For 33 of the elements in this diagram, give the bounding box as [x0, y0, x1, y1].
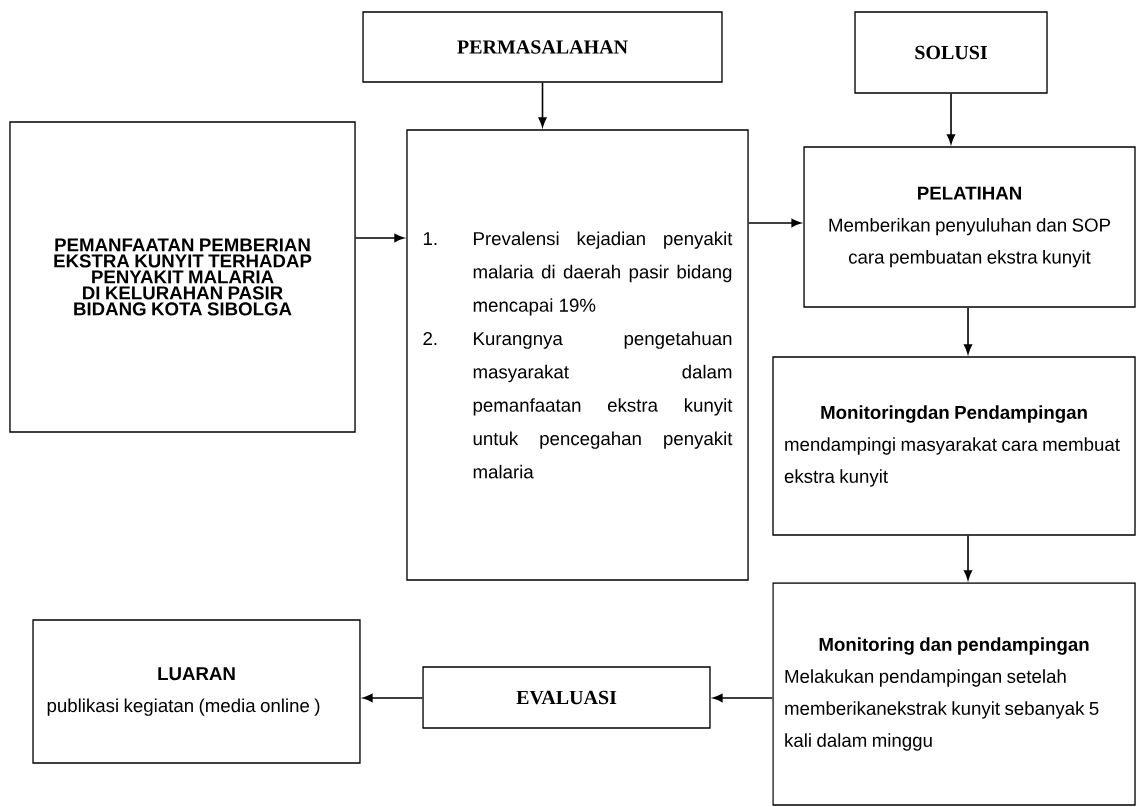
list-number: 1.	[423, 232, 437, 245]
arrow	[963, 534, 973, 580]
process-box	[772, 582, 1136, 806]
heading-box	[422, 666, 711, 729]
process-box	[32, 619, 361, 764]
arrow	[963, 306, 973, 354]
list-number: 2.	[423, 331, 437, 345]
heading-box	[854, 11, 1048, 94]
box-text: Memberikan penyuluhan dan SOP cara pembuatan ekstra kunyit	[829, 217, 1111, 268]
box-text: publikasi kegiatan (media online )	[47, 698, 320, 716]
heading: SOLUSI	[915, 45, 987, 60]
heading: EVALUASI	[516, 690, 617, 705]
arrow	[713, 693, 774, 703]
arrow	[354, 233, 404, 243]
box-title: Monitoringdan Pendampingan	[821, 405, 1087, 423]
problem-box	[406, 129, 749, 581]
list-text: Kurangnya pengetahuan masyarakat dalam pemanfaatan ekstra kunyit untuk pencegahan penyakit malaria	[473, 331, 733, 479]
arrow	[946, 92, 956, 144]
box-title: Monitoring dan pendampingan	[819, 637, 1089, 655]
arrow	[363, 693, 424, 703]
list-text: Prevalensi kejadian penyakit malaria di daerah pasir bidang mencapai 19%	[473, 231, 733, 316]
box-text: Melakukan pendampingan setelah memberikanekstrak kunyit sebanyak 5 kali dalam minggu	[785, 669, 1099, 751]
title-box	[9, 121, 356, 433]
box-title: LUARAN	[158, 667, 235, 681]
arrow	[747, 218, 801, 228]
process-box	[772, 356, 1136, 536]
box-title: PELATIHAN	[918, 186, 1021, 200]
heading-box	[362, 11, 723, 83]
arrow	[538, 81, 547, 127]
heading: PEMANFAATAN PEMBERIAN EKSTRA KUNYIT TERHADAP PENYAKIT MALARIA DI KELURAHAN PASIR BIDANG KOTA SIBOLGA	[54, 238, 312, 316]
box-text: mendampingi masyarakat cara membuat ekstra kunyit	[784, 437, 1120, 487]
heading: PERMASALAHAN	[457, 40, 628, 54]
process-box	[803, 146, 1136, 308]
